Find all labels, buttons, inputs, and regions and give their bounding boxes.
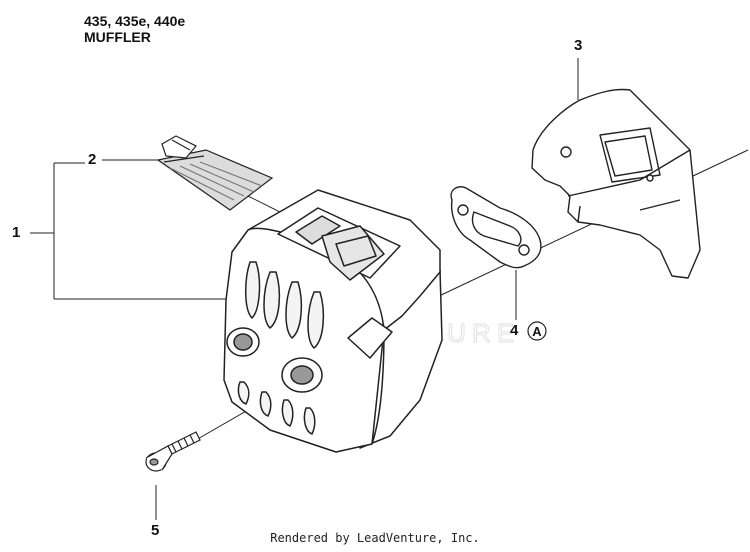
section-title: MUFFLER [84,29,151,45]
render-credit: Rendered by LeadVenture, Inc. [270,531,480,545]
callout-2: 2 [88,151,97,168]
callout-1: 1 [12,224,21,241]
spark-arrestor-screen [156,135,274,211]
muffler-bolt [145,431,201,472]
heat-shield-bracket [531,88,701,279]
reference-marker: A [527,321,547,341]
callout-3: 3 [574,37,583,54]
muffler-gasket [450,186,542,269]
callout-5: 5 [151,522,160,539]
muffler-body [223,189,443,453]
callout-4: 4 [510,322,519,339]
reference-marker-label: A [532,324,542,339]
model-numbers: 435, 435e, 440e [84,13,186,29]
